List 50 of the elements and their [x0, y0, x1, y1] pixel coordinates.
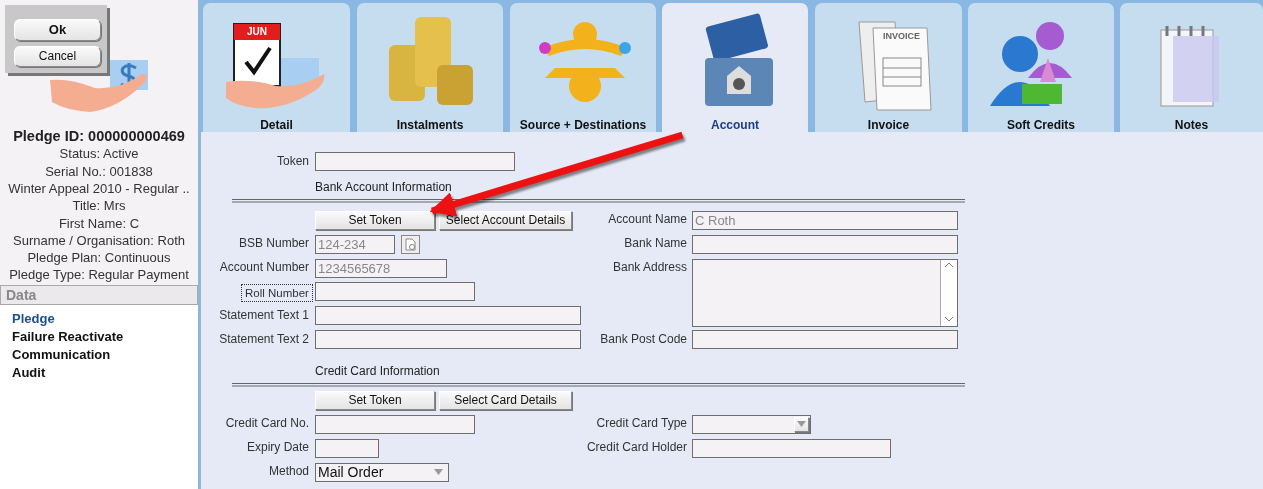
field-label: Roll Number [241, 284, 313, 302]
field-label: Method [267, 463, 309, 480]
nav-link: Audit [12, 364, 47, 381]
field-label: Expiry Date [245, 439, 309, 456]
cancel-button: Cancel [14, 46, 101, 67]
set-token-button: Set Token [315, 211, 435, 230]
input-field: 124-234 [315, 235, 395, 254]
field-label: Credit Card Type [595, 415, 687, 432]
field-label: Token [275, 153, 309, 170]
section-title: Credit Card Information [315, 363, 441, 380]
pledge-detail: Winter Appeal 2010 - Regular .. [7, 181, 191, 197]
nav-link: Communication [12, 346, 112, 363]
tab-label: Notes [1173, 118, 1210, 133]
calendar-month: JUN [246, 25, 268, 38]
field-label: Statement Text 2 [218, 331, 309, 348]
section-title: Bank Account Information [315, 179, 453, 196]
field-label: Bank Name [623, 235, 687, 252]
pledge-id: Pledge ID: 000000000469 [12, 127, 186, 146]
pledge-detail: First Name: C [57, 216, 141, 232]
pledge-detail: Status: Active [58, 146, 140, 162]
pledge-detail: Surname / Organisation: Roth [12, 233, 186, 249]
section-header: Data [0, 285, 198, 305]
input-field: 1234565678 [315, 259, 447, 278]
tab-label: Detail [259, 118, 294, 133]
select-account-details-button: Select Account Details [439, 211, 572, 230]
set-token-button: Set Token [315, 391, 435, 410]
field-label: BSB Number [237, 235, 309, 252]
select-card-details-button: Select Card Details [439, 391, 572, 410]
pledge-detail: Pledge Plan: Continuous [26, 250, 172, 266]
tab-label: Soft Credits [1006, 118, 1076, 133]
pledge-detail: Serial No.: 001838 [44, 164, 154, 180]
ok-button: Ok [14, 19, 101, 41]
invoice-title: INVOICE [883, 30, 921, 42]
field-label: Account Name [607, 211, 687, 228]
field-label: Bank Address [611, 259, 687, 276]
pledge-detail: Title: Mrs [71, 198, 127, 214]
tab-label: Source + Destinations [518, 118, 648, 133]
field-label: Statement Text 1 [218, 307, 309, 324]
field-label: Credit Card Holder [585, 439, 687, 456]
nav-link: Failure Reactivate [12, 328, 125, 345]
pledge-detail: Pledge Type: Regular Payment [8, 267, 190, 283]
field-label: Credit Card No. [224, 415, 309, 432]
nav-link: Pledge [12, 310, 56, 327]
tab-label: Instalments [395, 118, 465, 133]
dropdown-field: Mail Order [315, 463, 449, 482]
pointer-arrow [429, 131, 684, 217]
field-label: Bank Post Code [599, 331, 687, 348]
tab-label: Invoice [866, 118, 911, 133]
field-label: Account Number [218, 259, 309, 276]
input-field: C Roth [692, 211, 958, 230]
